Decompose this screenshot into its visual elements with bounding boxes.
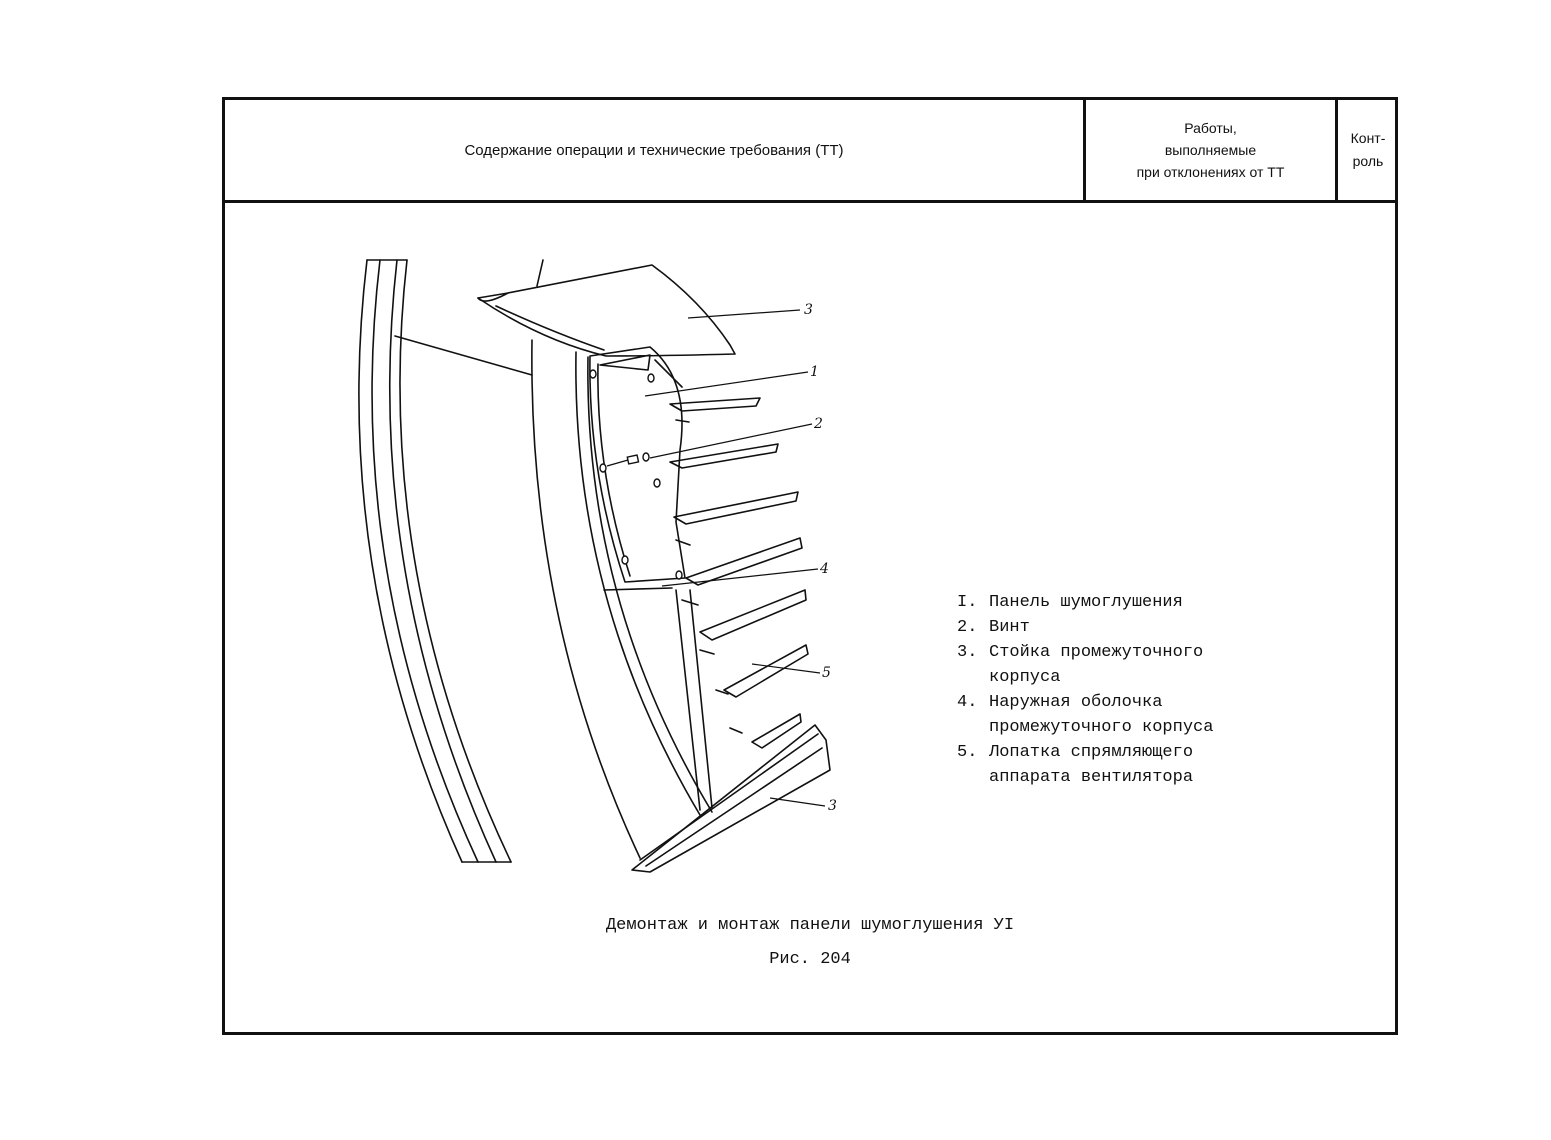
screw — [606, 452, 650, 467]
callout-1: 1 — [810, 364, 819, 380]
legend-item-text: Наружная оболочка промежуточного корпуса — [989, 693, 1214, 737]
blade-5 — [699, 589, 807, 641]
blade-1 — [669, 397, 761, 412]
legend-item: I. Панель шумоглушения — [957, 590, 1257, 615]
casing-ring-inner-1 — [371, 259, 479, 863]
blade-3 — [673, 491, 799, 525]
legend-item: 3. Стойка промежуточного корпуса — [957, 640, 1257, 690]
legend-item: 2. Винт — [957, 615, 1257, 640]
leader-3-bottom — [769, 797, 826, 807]
header-deviations-line-1: Работы, — [1184, 120, 1237, 136]
header-operation: Содержание операции и технические требов… — [225, 100, 1083, 200]
legend-item-text: Стойка промежуточного корпуса — [989, 643, 1204, 687]
leader-1 — [644, 371, 809, 397]
callout-2: 2 — [813, 416, 823, 432]
leader-4 — [661, 568, 819, 587]
top-rack — [477, 264, 736, 357]
header-deviations-line-2: выполняемые — [1164, 142, 1257, 158]
figure-number: Рис. 204 — [769, 950, 851, 969]
blade-6 — [723, 644, 809, 698]
silencer-panel — [589, 346, 686, 583]
legend-item-text: Винт — [989, 618, 1030, 637]
legend-item-text: Панель шумоглушения — [989, 593, 1183, 612]
callout-4: 4 — [819, 561, 829, 577]
leader-5 — [751, 663, 821, 674]
casing-ring-inner-2 — [388, 259, 497, 863]
document-sheet: Содержание операции и технические требов… — [222, 97, 1398, 1035]
outer-shell-band — [531, 339, 641, 859]
blade-7 — [751, 713, 802, 749]
legend-item-number: I. — [957, 593, 978, 612]
legend-item-number: 3. — [957, 643, 978, 662]
header-control-line-1: Конт- — [1350, 130, 1386, 146]
table-header: Содержание операции и технические требов… — [225, 100, 1395, 203]
legend-item-number: 5. — [957, 743, 978, 762]
callout-5: 5 — [822, 665, 831, 681]
leader-3-top — [687, 309, 801, 319]
header-deviations: Работы, выполняемые при отклонениях от Т… — [1083, 100, 1335, 200]
legend-item-number: 4. — [957, 693, 978, 712]
casing-ring-inner-3 — [399, 259, 512, 863]
legend-item-number: 2. — [957, 618, 978, 637]
header-control-line-2: роль — [1352, 153, 1384, 169]
casing-ring-outer — [358, 259, 463, 863]
header-deviations-line-3: при отклонениях от ТТ — [1136, 164, 1285, 180]
connector-line — [394, 335, 533, 376]
header-control: Конт- роль — [1335, 100, 1398, 200]
legend-item-text: Лопатка спрямляющего аппарата вентилятор… — [989, 743, 1194, 787]
figure-caption: Демонтаж и монтаж панели шумоглушения УI — [605, 916, 1015, 935]
legend-item: 4. Наружная оболочка промежуточного корп… — [957, 690, 1257, 740]
figure-legend: I. Панель шумоглушения 2. Винт 3. Стойка… — [957, 590, 1257, 790]
callout-3-bottom: 3 — [828, 798, 837, 814]
blade-2 — [669, 443, 779, 469]
legend-item: 5. Лопатка спрямляющего аппарата вентиля… — [957, 740, 1257, 790]
blade-4 — [685, 537, 803, 586]
header-operation-text: Содержание операции и технические требов… — [464, 141, 844, 159]
callout-3-top: 3 — [804, 302, 813, 318]
bottom-rack — [631, 724, 831, 873]
leader-2 — [649, 423, 813, 459]
